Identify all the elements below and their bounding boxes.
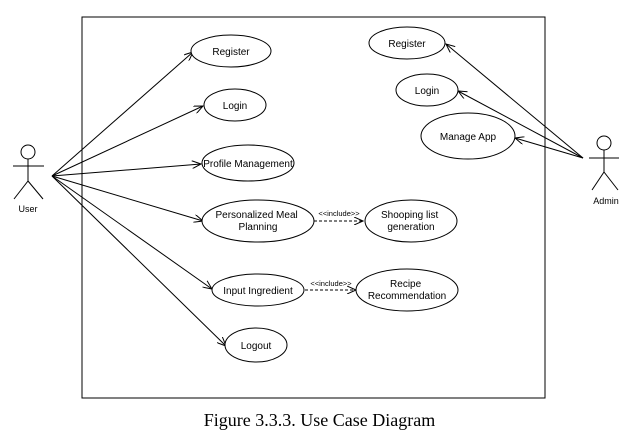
- usecase-user-login-label: Login: [223, 101, 247, 112]
- assoc-user-login: [51, 106, 203, 177]
- usecase-admin-register-label: Register: [388, 39, 426, 50]
- usecase-profile-management: [201, 144, 295, 182]
- usecase-manage-app: [420, 112, 516, 160]
- admin-actor: [589, 135, 619, 191]
- usecase-admin-login: [395, 73, 459, 107]
- usecase-meal-planning: [201, 199, 315, 243]
- usecase-logout: [224, 327, 288, 363]
- usecase-shopping-list: [364, 199, 458, 243]
- assoc-user-logout: [51, 175, 226, 346]
- assoc-user-input-ingredient: [51, 175, 212, 289]
- assoc-admin-register: [446, 44, 584, 159]
- assoc-user-register: [51, 52, 193, 177]
- usecase-meal-planning-label: Personalized Meal Planning: [215, 210, 300, 233]
- usecase-admin-register: [368, 26, 446, 60]
- include-label-2: <<include>>: [310, 279, 352, 288]
- usecase-recipe-recommendation: [355, 268, 459, 312]
- usecase-recipe-recommendation-label: Recipe Recommendation: [368, 279, 446, 302]
- usecase-input-ingredient: [211, 273, 305, 307]
- usecase-shopping-list-label: Shooping list generation: [381, 210, 441, 233]
- usecase-input-ingredient-label: Input Ingredient: [223, 286, 293, 297]
- system-boundary: [81, 16, 546, 399]
- include-label-1: <<include>>: [318, 209, 360, 218]
- usecase-profile-management-label: Profile Management: [203, 159, 293, 170]
- usecase-manage-app-label: Manage App: [440, 132, 497, 143]
- user-actor-label: User: [18, 204, 37, 214]
- admin-actor-label: Admin: [593, 196, 619, 206]
- usecase-logout-label: Logout: [241, 341, 272, 352]
- figure-caption: Figure 3.3.3. Use Case Diagram: [203, 410, 436, 430]
- assoc-admin-manage-app: [515, 138, 584, 159]
- user-actor: [13, 144, 44, 200]
- assoc-user-meal-planning: [51, 175, 203, 221]
- usecase-user-login: [203, 88, 267, 122]
- usecase-user-register-label: Register: [212, 47, 250, 58]
- usecase-user-register: [190, 34, 272, 68]
- assoc-user-profile-management: [51, 164, 201, 177]
- diagram-svg: User Admin <<inc: [13, 16, 619, 399]
- usecase-admin-login-label: Login: [415, 86, 439, 97]
- assoc-admin-login: [458, 91, 584, 159]
